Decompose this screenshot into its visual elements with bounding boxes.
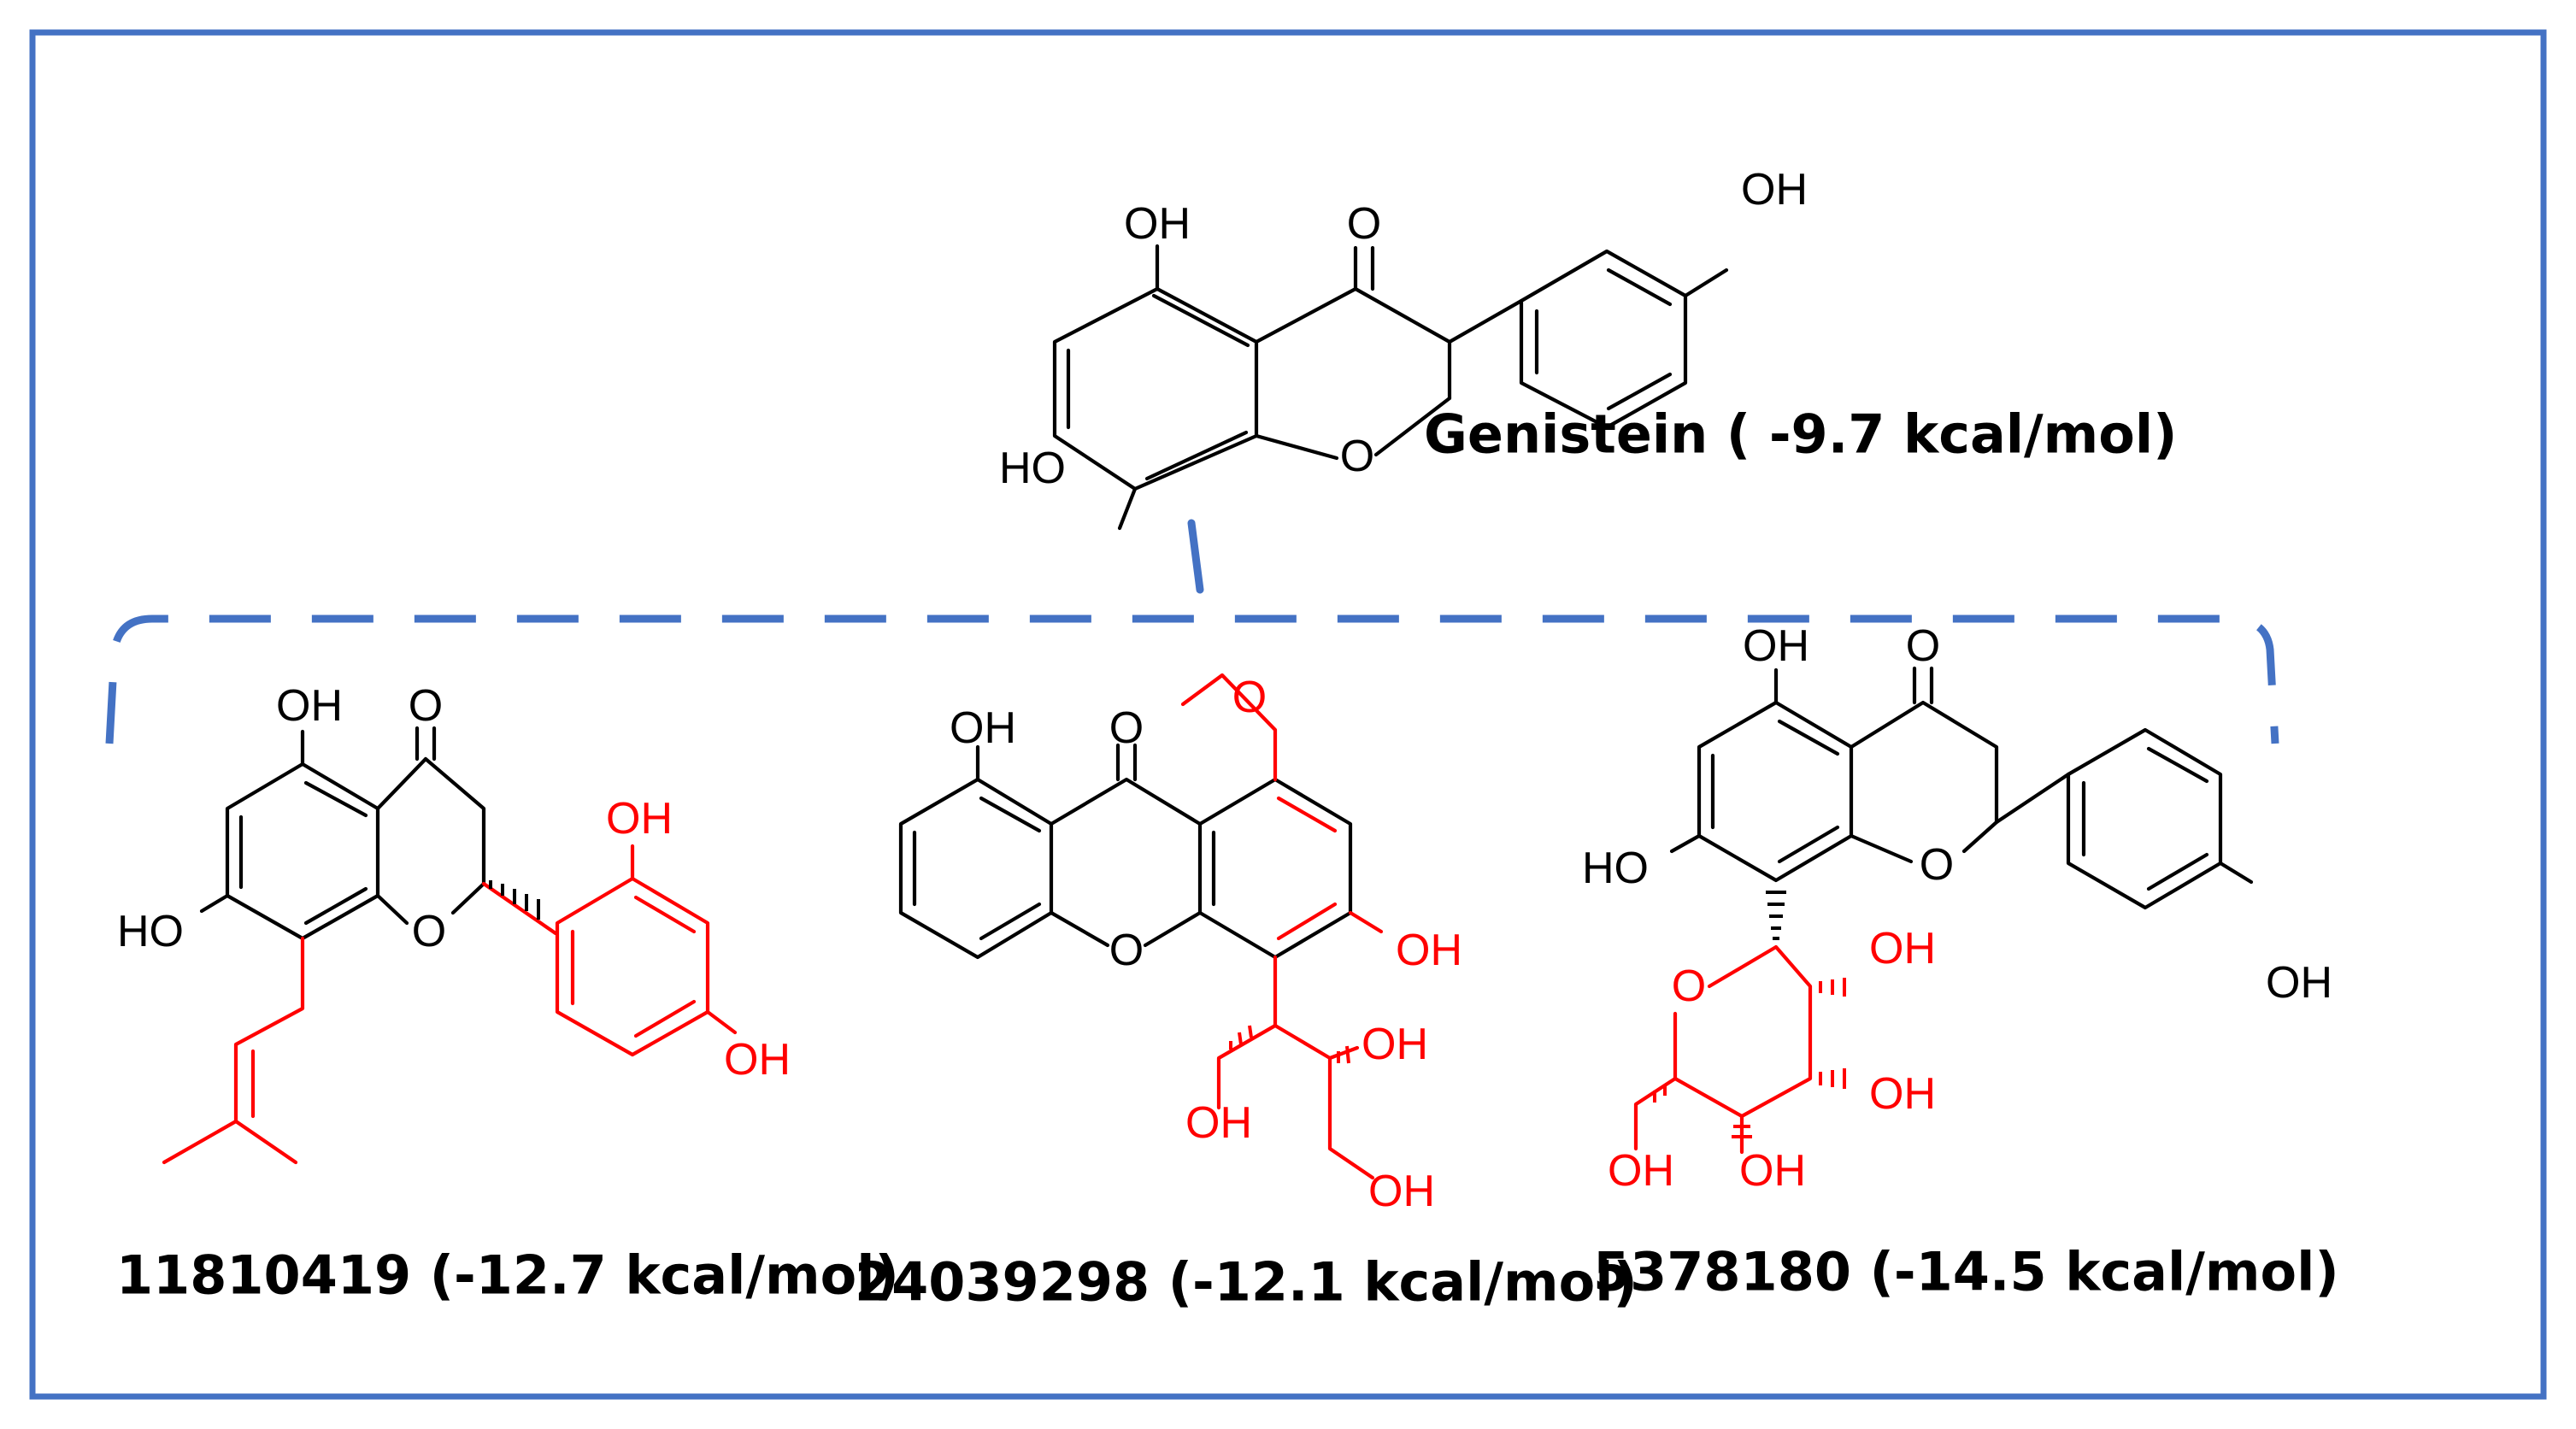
c3-sugar-oh-2: OH (1869, 924, 1936, 973)
c3-ho-7: HO (1582, 844, 1649, 893)
c2-side-oh-a: OH (1362, 1020, 1428, 1069)
outer-frame (29, 29, 2547, 1400)
c3-sugar-oh-3: OH (1869, 1069, 1936, 1119)
compound-1-caption: 11810419 (-12.7 kcal/mol) (116, 1244, 899, 1307)
connector-line (1187, 519, 1204, 594)
c1-ketone-o: O (409, 681, 443, 731)
c3-sugar-ring-o: O (1672, 961, 1706, 1011)
genistein-bonds (1052, 244, 1729, 531)
genistein-oh-4prime: OH (1741, 165, 1808, 215)
c3-sugar-hash-wedges (1653, 978, 1846, 1138)
c2-side-oh-b: OH (1185, 1098, 1252, 1148)
c1-oh-2prime: OH (606, 794, 673, 844)
c3-core-bonds (1669, 666, 2254, 910)
compound-11810419-structure: OH O O HO OH OH (117, 681, 791, 1165)
c2-oh-3: OH (1396, 926, 1462, 975)
compound-2-caption: 24039298 (-12.1 kcal/mol) (855, 1251, 1638, 1314)
c2-substituent-bonds (1180, 673, 1384, 1180)
c2-oh-8: OH (950, 703, 1016, 753)
genistein-ketone-o: O (1347, 199, 1381, 249)
c1-ho-7: HO (117, 907, 184, 956)
c1-oh-4prime: OH (724, 1035, 791, 1085)
c1-hash-wedge (489, 880, 540, 920)
c2-ring-o: O (1109, 926, 1144, 975)
c3-oh-5: OH (1743, 621, 1809, 671)
c1-oh-5: OH (276, 681, 343, 731)
compound-5378180-structure: OH O O HO OH O OH OH OH OH (1582, 621, 2332, 1196)
compound-24039298-structure: OH O O O OH OH OH OH (898, 673, 1462, 1216)
genistein-structure: OH O OH O HO (999, 165, 1808, 531)
c3-sugar-oh-4: OH (1739, 1146, 1806, 1196)
genistein-ring-o: O (1340, 432, 1374, 481)
c3-oh-4prime: OH (2266, 958, 2332, 1008)
c3-sugar-ch2oh: OH (1608, 1146, 1674, 1196)
c2-methoxy-o: O (1232, 673, 1267, 722)
genistein-ho-7: HO (999, 444, 1066, 493)
c1-substituent-bonds (162, 844, 738, 1165)
c3-ketone-o: O (1906, 621, 1940, 671)
compound-3-caption: 5378180 (-14.5 kcal/mol) (1593, 1241, 2339, 1303)
c3-ring-o: O (1920, 840, 1954, 890)
c3-glycosidic-wedge (1766, 891, 1786, 940)
dashed-bracket (105, 615, 2279, 744)
genistein-caption: Genistein ( -9.7 kcal/mol) (1424, 403, 2177, 466)
genistein-oh-5: OH (1124, 199, 1191, 249)
c2-ketone-o: O (1109, 703, 1144, 753)
c2-side-oh-c: OH (1368, 1167, 1435, 1216)
c1-core-bonds (199, 726, 486, 941)
c2-hash-wedges (1229, 1025, 1350, 1064)
c3-sugar-bonds (1633, 944, 1813, 1155)
c1-ring-o: O (412, 907, 446, 956)
